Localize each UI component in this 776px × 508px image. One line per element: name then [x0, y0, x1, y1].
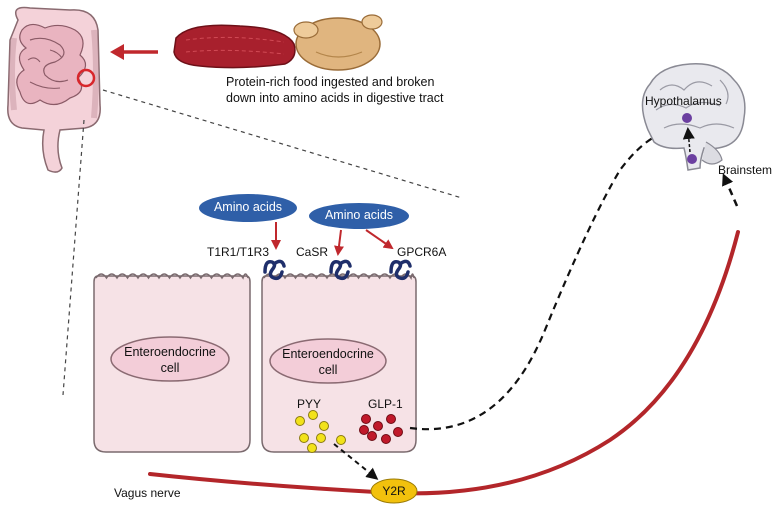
vagus-nerve-fiber — [148, 230, 740, 496]
y2r-receptor — [370, 478, 418, 504]
brainstem-marker — [687, 154, 697, 164]
amino-to-casr-arrow — [334, 229, 344, 256]
glp1-granule — [386, 414, 396, 424]
gpcr6a-label: GPCR6A — [397, 245, 447, 259]
gpcr6a-receptor-icon — [389, 259, 412, 281]
right-cell-nucleus — [269, 338, 387, 384]
hypothalamus-marker — [682, 113, 692, 123]
casr-receptor-icon — [329, 259, 352, 281]
glp1-granule — [381, 434, 391, 444]
left-cell-label: Enteroendocrine cell — [124, 345, 216, 375]
glp1-granule — [367, 431, 377, 441]
hypothalamus-label: Hypothalamus — [645, 94, 722, 108]
amino-acids-label-2: Amino acids — [324, 208, 394, 222]
pyy-granule — [299, 433, 309, 443]
glp1-granule — [393, 427, 403, 437]
pyy-granules — [295, 410, 346, 453]
glp1-to-hypothalamus-arrow — [409, 124, 681, 431]
pyy-granule — [319, 421, 329, 431]
glp1-granule — [359, 425, 369, 435]
food-to-gut-arrowhead — [110, 44, 124, 60]
casr-label: CaSR — [296, 245, 329, 259]
pyy-granule — [316, 433, 326, 443]
t1r1-t1r3-receptor-icon — [263, 259, 286, 281]
glp1-label: GLP-1 — [368, 397, 403, 411]
amino-acids-label-1: Amino acids — [213, 200, 283, 214]
zoom-line-upper — [102, 89, 463, 199]
pyy-label: PYY — [297, 397, 322, 411]
pyy-granule — [308, 410, 318, 420]
zoom-line-lower — [62, 119, 85, 396]
meat-steak-illustration — [173, 24, 296, 69]
right-enteroendocrine-cell — [261, 273, 417, 453]
left-enteroendocrine-cell — [93, 273, 251, 453]
intestine-illustration — [7, 6, 101, 173]
glp1-granule — [373, 421, 383, 431]
y2r-label: Y2R — [382, 484, 406, 498]
pyy-granule — [307, 443, 317, 453]
brainstem-label: Brainstem — [718, 163, 773, 177]
right-cell-label: Enteroendocrine cell — [282, 347, 374, 377]
pyy-to-y2r-arrow — [333, 443, 379, 480]
nerve-to-brainstem-arrow — [722, 173, 739, 207]
glp1-granule — [361, 414, 371, 424]
pyy-granule — [295, 416, 305, 426]
food-caption: Protein-rich food ingested and broken do… — [226, 75, 444, 105]
pyy-granule — [336, 435, 346, 445]
amino-to-gpcr6a-arrow — [365, 229, 394, 250]
brain-illustration — [641, 63, 746, 171]
left-cell-nucleus — [110, 336, 230, 382]
highlight-circle — [76, 68, 96, 88]
t1r1-t1r3-label: T1R1/T1R3 — [207, 245, 270, 259]
vagus-nerve-label: Vagus nerve — [114, 486, 181, 500]
roast-chicken-illustration — [293, 14, 383, 71]
glp1-granules — [359, 414, 403, 444]
amino-acids-oval-2 — [309, 203, 409, 229]
amino-acids-oval-1 — [199, 194, 297, 222]
